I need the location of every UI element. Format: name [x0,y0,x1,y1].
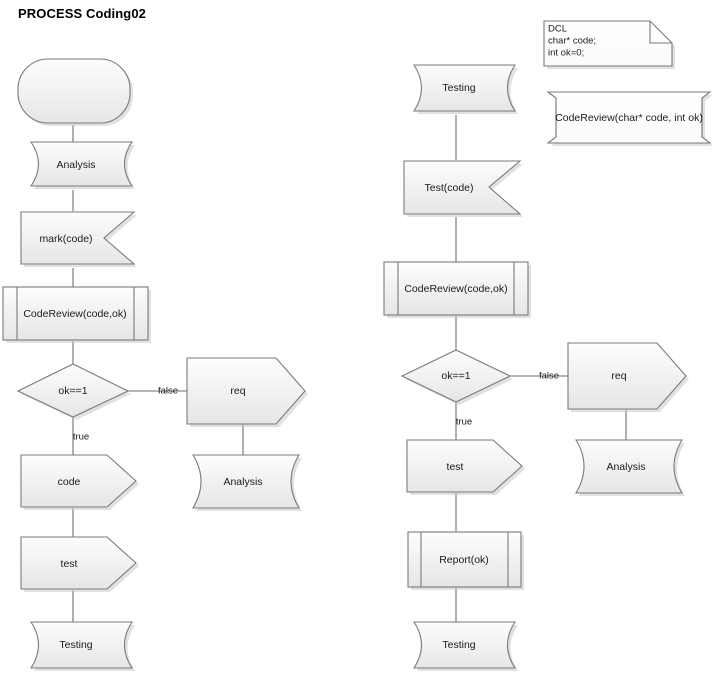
node-label: code [58,476,81,488]
edge-label-false-left: false [158,386,178,397]
node-r5-test[interactable]: test [406,439,525,495]
node-shape [17,58,131,124]
note-line-1: DCL [548,23,567,34]
node-shape [412,64,517,112]
node-l6-code[interactable]: code [20,454,139,510]
node-label: Testing [442,639,475,651]
node-label: Report(ok) [439,554,489,566]
left-connectors [72,125,244,622]
node-shape [567,342,687,410]
node-label: Testing [442,82,475,94]
node-label: Analysis [223,476,262,488]
node-shape [20,454,137,508]
node-shape [575,439,683,494]
edge-label-true-left: true [73,432,89,443]
right-connectors [455,115,627,622]
node-label: Test(code) [424,182,473,194]
node-r6-report[interactable]: Report(ok) [407,531,524,590]
node-label: test [447,461,464,473]
node-shape [383,261,529,316]
node-r3-codereview[interactable]: CodeReview(code,ok) [383,261,531,318]
node-l7-test[interactable]: test [20,536,139,592]
node-label: Analysis [56,159,95,171]
node-shape [20,211,136,265]
annotation-signature-box[interactable]: CodeReview(char* code, int ok) [546,91,713,146]
node-label: req [611,370,626,382]
node-shape [412,621,517,669]
node-label: test [61,558,78,570]
node-shape [406,439,523,493]
node-rb1-req[interactable]: req [567,342,689,412]
node-label: ok==1 [441,370,470,382]
node-r4-decision[interactable]: ok==1 [400,349,513,405]
node-l2-analysis[interactable]: Analysis [29,141,135,189]
node-label: mark(code) [39,233,92,245]
node-label: CodeReview(code,ok) [404,283,507,295]
node-label: CodeReview(code,ok) [23,308,126,320]
node-l3-mark-code[interactable]: mark(code) [20,211,137,267]
node-r1-testing[interactable]: Testing [412,64,518,114]
page-title: PROCESS Coding02 [18,6,147,21]
node-rb2-analysis[interactable]: Analysis [575,439,685,496]
node-shape [2,286,149,341]
node-shape [16,363,130,418]
node-lb1-req[interactable]: req [186,357,308,427]
node-shape [186,357,306,425]
edge-label-true-right: true [456,417,472,428]
node-l8-testing[interactable]: Testing [29,621,135,671]
node-shape [29,141,134,187]
node-shape [20,536,137,590]
node-shape [192,454,300,509]
node-l5-decision[interactable]: ok==1 [16,363,131,420]
node-label: req [230,385,245,397]
node-r7-testing[interactable]: Testing [412,621,518,671]
note-line-2: char* code; [548,35,596,46]
node-r2-test-code[interactable]: Test(code) [403,160,523,217]
annotation-declaration-note[interactable]: DCL char* code; int ok=0; [543,20,675,69]
node-shape [400,349,512,403]
edge-label-false-right: false [539,371,559,382]
node-shape [403,160,522,215]
note-shape [543,20,673,67]
note-line-3: int ok=0; [548,47,584,58]
node-l1-terminator[interactable] [17,58,133,126]
node-shape [407,531,522,588]
node-l4-codereview[interactable]: CodeReview(code,ok) [2,286,151,343]
node-shape [29,621,134,669]
node-label: Testing [59,639,92,651]
node-label: Analysis [606,461,645,473]
note-fold-icon [649,21,672,44]
node-label: ok==1 [58,385,87,397]
signature-label: CodeReview(char* code, int ok) [555,112,703,124]
node-lb2-analysis[interactable]: Analysis [192,454,302,511]
